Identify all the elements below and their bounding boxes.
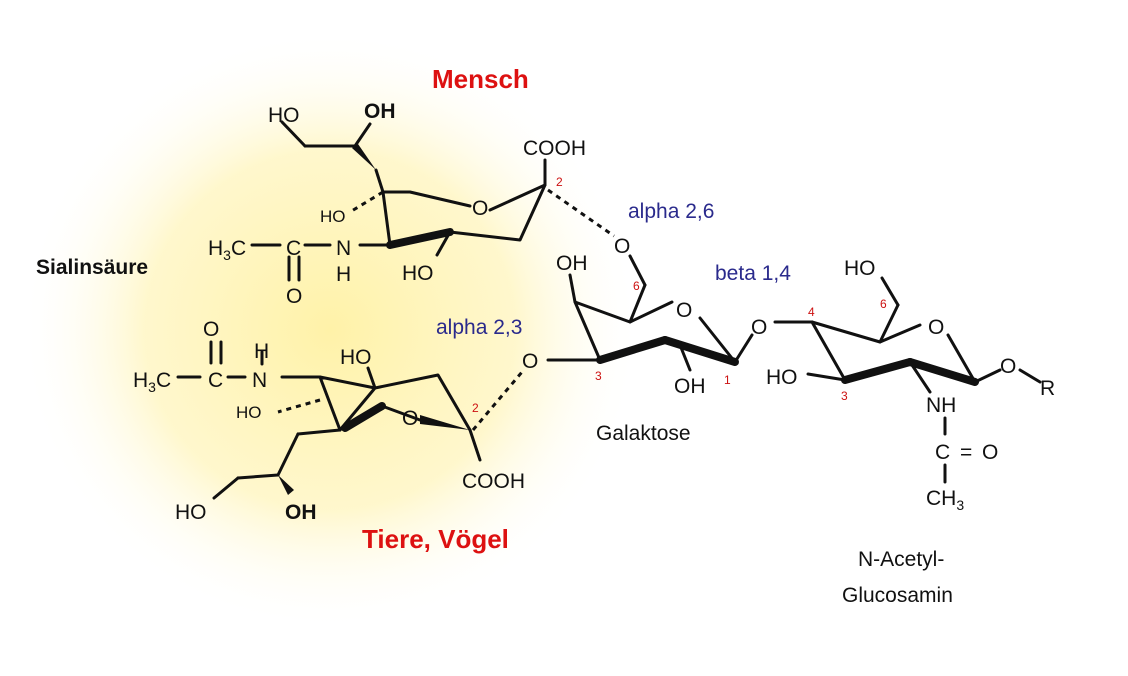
alpha26-bond bbox=[547, 188, 615, 238]
top-ho-side: HO bbox=[320, 207, 346, 226]
label-galaktose: Galaktose bbox=[596, 422, 691, 445]
galactose-ring: OH O 6 O O 3 OH 1 bbox=[522, 235, 754, 398]
gal-o-link6: O bbox=[614, 235, 630, 258]
top-o-carbonyl: O bbox=[286, 285, 302, 308]
top-n: N bbox=[336, 237, 351, 260]
glc-nh: NH bbox=[926, 394, 956, 417]
gal-c6-number: 6 bbox=[633, 279, 640, 293]
label-alpha-2-3: alpha 2,3 bbox=[436, 316, 522, 339]
gal-oh-top: OH bbox=[556, 252, 588, 275]
glc-o: O bbox=[982, 441, 998, 464]
bottom-oh-1: OH bbox=[285, 501, 317, 524]
label-sialinsaeure: Sialinsäure bbox=[36, 256, 148, 279]
bottom-n: N bbox=[252, 369, 267, 392]
glc-ho-top: HO bbox=[844, 257, 876, 280]
alpha23-bond bbox=[471, 371, 524, 431]
label-beta-1-4: beta 1,4 bbox=[715, 262, 791, 285]
glc-c4-number: 4 bbox=[808, 305, 815, 319]
glc-ch3: CH3 bbox=[926, 487, 964, 513]
label-tiere-voegel: Tiere, Vögel bbox=[362, 524, 509, 554]
top-c: C bbox=[286, 237, 301, 260]
bottom-ho-top: HO bbox=[340, 346, 372, 369]
bottom-c2-number: 2 bbox=[472, 401, 479, 415]
top-cooh: COOH bbox=[523, 137, 586, 160]
sialic-acid-bottom: O H H3C C N HO HO O 2 COOH HO OH bbox=[133, 318, 525, 524]
label-n-acetyl: N-Acetyl- bbox=[858, 548, 944, 571]
glc-o-r: O bbox=[1000, 355, 1016, 378]
top-ho-1: HO bbox=[268, 104, 300, 127]
glc-c6-number: 6 bbox=[880, 297, 887, 311]
glc-c3-number: 3 bbox=[841, 389, 848, 403]
bottom-c: C bbox=[208, 369, 223, 392]
bottom-o-carbonyl: O bbox=[203, 318, 219, 341]
glc-o-link: O bbox=[751, 316, 767, 339]
bottom-h: H bbox=[254, 340, 269, 363]
label-glucosamin: Glucosamin bbox=[842, 584, 953, 607]
top-oh-1: OH bbox=[364, 100, 396, 123]
glcnac-ring: O HO 6 4 O HO 3 O R NH C = O CH3 bbox=[751, 257, 1055, 513]
top-h: H bbox=[336, 263, 351, 286]
gal-oh-bottom: OH bbox=[674, 375, 706, 398]
glc-r: R bbox=[1040, 377, 1055, 400]
glc-eq: = bbox=[960, 441, 972, 464]
bottom-ho-1: HO bbox=[175, 501, 207, 524]
top-ho-bottom: HO bbox=[402, 262, 434, 285]
glc-ho-left: HO bbox=[766, 366, 798, 389]
label-alpha-2-6: alpha 2,6 bbox=[628, 200, 714, 223]
gal-o-link3: O bbox=[522, 350, 538, 373]
highlight-glow bbox=[20, 30, 640, 630]
label-mensch: Mensch bbox=[432, 64, 529, 94]
gal-c1-number: 1 bbox=[724, 373, 731, 387]
top-c2-number: 2 bbox=[556, 175, 563, 189]
glc-ring-o: O bbox=[928, 316, 944, 339]
sialic-acid-top: HO OH COOH O HO H3C C N H O HO 2 bbox=[208, 100, 586, 308]
bottom-ho-side: HO bbox=[236, 403, 262, 422]
gal-c3-number: 3 bbox=[595, 369, 602, 383]
top-ring-o: O bbox=[472, 197, 488, 220]
bottom-cooh: COOH bbox=[462, 470, 525, 493]
bottom-ring-o: O bbox=[402, 407, 418, 430]
gal-ring-o: O bbox=[676, 299, 692, 322]
glc-c: C bbox=[935, 441, 950, 464]
